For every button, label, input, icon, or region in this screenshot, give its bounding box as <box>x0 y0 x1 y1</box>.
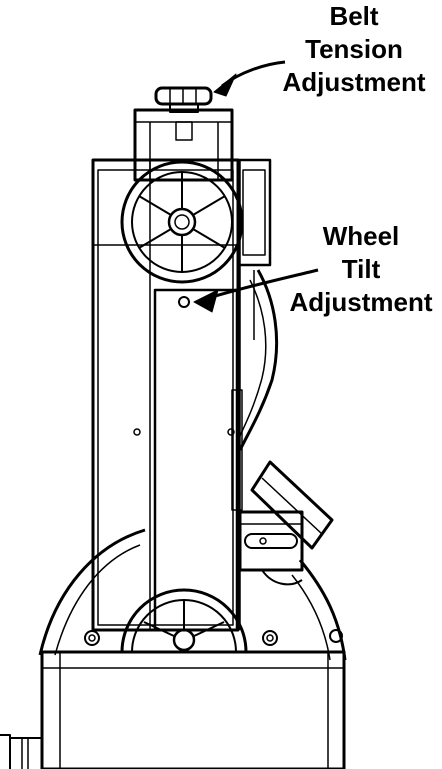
upper-wheel <box>120 160 244 284</box>
base-bolts <box>84 629 343 646</box>
tension-knob <box>154 86 213 113</box>
tilt-screw <box>178 296 190 308</box>
callout-arrows <box>193 60 319 313</box>
belt-tension-line-2: Tension <box>305 34 403 64</box>
belt-tension-line-1: Belt <box>329 1 379 31</box>
belt-tension-line-3: Adjustment <box>282 67 426 97</box>
wheel-tilt-line-1: Wheel <box>322 221 400 251</box>
belt-tension-label: Belt Tension Adjustment <box>270 0 438 99</box>
belt <box>133 160 241 632</box>
wheel-tilt-line-3: Adjustment <box>289 287 433 317</box>
lower-wheel <box>120 588 248 653</box>
wheel-tilt-line-2: Tilt <box>341 254 381 284</box>
base <box>0 650 346 769</box>
side-frame <box>91 158 279 632</box>
wheel-tilt-label: Wheel Tilt Adjustment <box>280 220 442 319</box>
table-bracket <box>238 460 334 586</box>
